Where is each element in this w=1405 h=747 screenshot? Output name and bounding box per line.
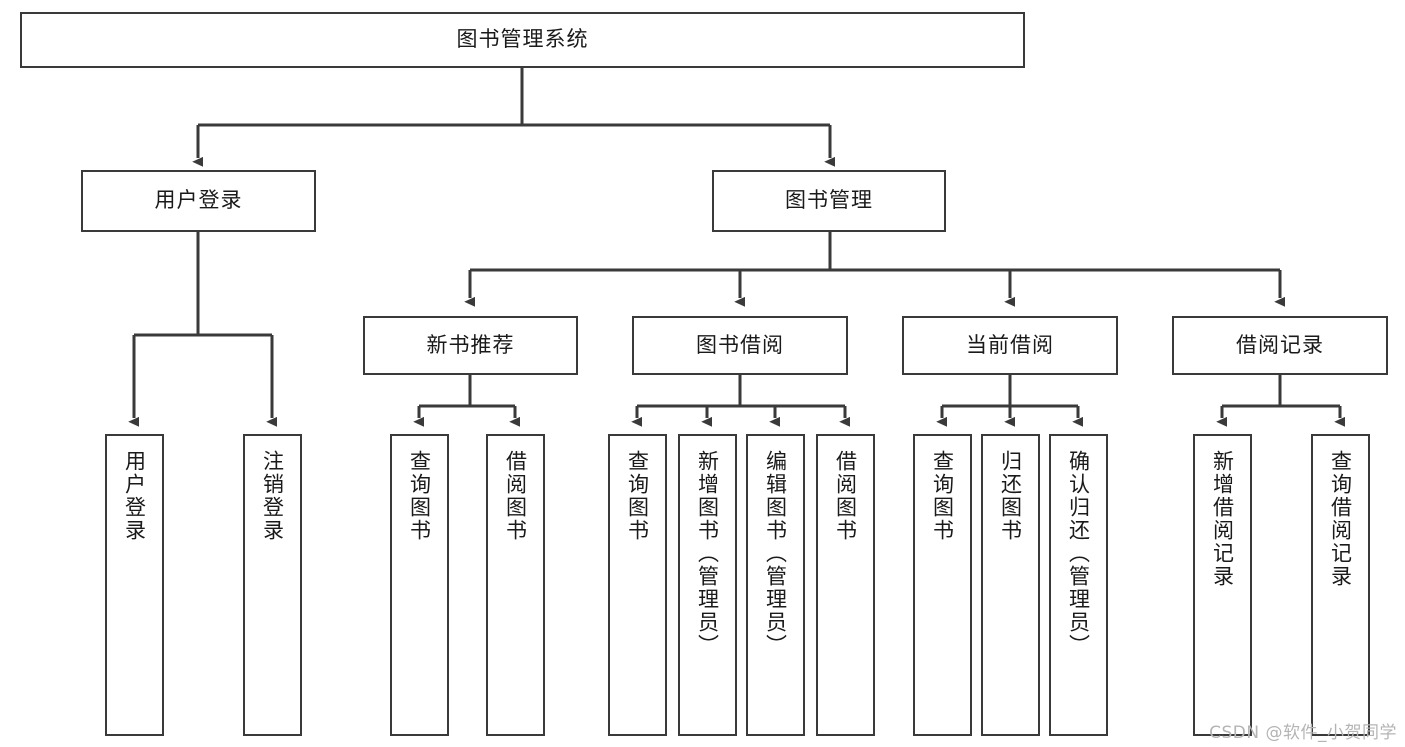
node-leaf-return-book[interactable]: 归还图书 [981,434,1040,736]
node-leaf-confirm-return[interactable]: 确认归还（管理员） [1049,434,1108,736]
node-borrow-record-label: 借阅记录 [1236,332,1324,357]
node-leaf-query-book-3-label: 查询图书 [930,450,955,542]
node-leaf-edit-book[interactable]: 编辑图书（管理员） [746,434,805,736]
node-book-borrow[interactable]: 图书借阅 [632,316,848,375]
node-leaf-edit-book-label: 编辑图书（管理员） [763,450,788,657]
node-leaf-logout[interactable]: 注销登录 [243,434,302,736]
node-leaf-add-book[interactable]: 新增图书（管理员） [678,434,737,736]
node-leaf-query-book-2[interactable]: 查询图书 [608,434,667,736]
node-leaf-add-record[interactable]: 新增借阅记录 [1193,434,1252,736]
node-leaf-confirm-return-label: 确认归还（管理员） [1066,450,1091,657]
node-leaf-query-record[interactable]: 查询借阅记录 [1311,434,1370,736]
node-leaf-add-book-label: 新增图书（管理员） [695,450,720,657]
node-leaf-query-book-3[interactable]: 查询图书 [913,434,972,736]
csdn-watermark: CSDN @软件_小贺同学 [1209,723,1397,743]
node-root[interactable]: 图书管理系统 [20,12,1025,68]
node-new-book-rec-label: 新书推荐 [426,332,515,357]
node-leaf-borrow-book-2-label: 借阅图书 [833,450,858,542]
node-leaf-return-book-label: 归还图书 [998,450,1023,542]
node-leaf-user-login[interactable]: 用户登录 [105,434,164,736]
node-leaf-query-book-2-label: 查询图书 [625,450,650,542]
node-leaf-logout-label: 注销登录 [260,450,285,542]
node-user-login[interactable]: 用户登录 [81,170,316,232]
node-leaf-user-login-label: 用户登录 [122,450,147,542]
node-leaf-borrow-book-2[interactable]: 借阅图书 [816,434,875,736]
node-leaf-query-record-label: 查询借阅记录 [1328,450,1353,588]
node-current-borrow[interactable]: 当前借阅 [902,316,1118,375]
node-leaf-query-book-1-label: 查询图书 [407,450,432,542]
node-leaf-query-book-1[interactable]: 查询图书 [390,434,449,736]
node-current-borrow-label: 当前借阅 [966,332,1054,357]
node-leaf-add-record-label: 新增借阅记录 [1210,450,1235,588]
node-book-manage-label: 图书管理 [785,188,873,213]
node-root-label: 图书管理系统 [456,27,589,52]
node-new-book-rec[interactable]: 新书推荐 [363,316,578,375]
node-user-login-label: 用户登录 [154,188,243,213]
node-book-manage[interactable]: 图书管理 [712,170,946,232]
node-leaf-borrow-book-1-label: 借阅图书 [503,450,528,542]
node-leaf-borrow-book-1[interactable]: 借阅图书 [486,434,545,736]
node-book-borrow-label: 图书借阅 [696,332,784,357]
node-borrow-record[interactable]: 借阅记录 [1172,316,1388,375]
